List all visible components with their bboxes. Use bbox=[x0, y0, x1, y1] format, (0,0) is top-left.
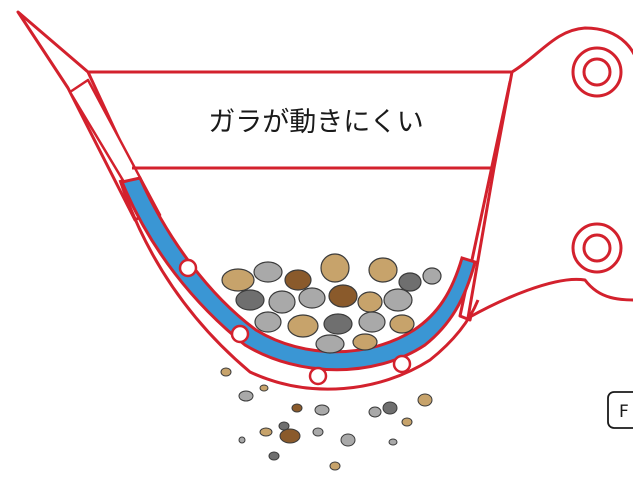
stone bbox=[315, 334, 345, 354]
pin-boss-icon bbox=[571, 46, 623, 274]
debris bbox=[279, 428, 301, 444]
stone bbox=[287, 314, 319, 338]
stone bbox=[422, 267, 442, 285]
stone bbox=[253, 261, 283, 283]
debris bbox=[259, 427, 273, 437]
lower-pin-boss-inner bbox=[582, 233, 612, 263]
upper-pin-boss-inner bbox=[582, 57, 612, 87]
debris bbox=[238, 390, 254, 402]
stone bbox=[358, 311, 386, 333]
debris bbox=[388, 438, 398, 446]
falling-debris-icon bbox=[220, 367, 433, 471]
debris bbox=[329, 461, 341, 471]
stone bbox=[352, 333, 378, 351]
stone bbox=[284, 269, 312, 291]
stone bbox=[328, 284, 358, 308]
stone bbox=[221, 268, 255, 292]
debris bbox=[268, 451, 280, 461]
debris bbox=[259, 384, 269, 392]
excavator-bucket-icon bbox=[16, 10, 633, 391]
bolt-hole-1 bbox=[178, 258, 198, 278]
stone bbox=[368, 257, 398, 283]
debris bbox=[220, 367, 232, 377]
stone bbox=[323, 313, 353, 335]
bolt-hole-icon bbox=[178, 258, 412, 386]
stone bbox=[298, 287, 326, 309]
stone bbox=[235, 289, 265, 311]
edge-label-box bbox=[607, 391, 633, 429]
stone bbox=[320, 253, 350, 283]
debris bbox=[291, 403, 303, 413]
debris bbox=[401, 417, 413, 427]
bucket-outer-shell bbox=[118, 179, 480, 391]
bucket-caption: ガラが動きにくい bbox=[208, 107, 423, 138]
bolt-hole-3 bbox=[308, 366, 328, 386]
debris bbox=[340, 433, 356, 447]
edge-label-text: F bbox=[619, 402, 629, 422]
debris bbox=[368, 406, 382, 418]
bolt-hole-4 bbox=[392, 354, 412, 374]
stone bbox=[268, 290, 296, 314]
bolt-hole-2 bbox=[230, 324, 250, 344]
stone bbox=[383, 288, 413, 312]
debris bbox=[314, 404, 330, 416]
stone bbox=[254, 311, 282, 333]
rubble-stones-icon bbox=[221, 253, 442, 354]
debris bbox=[238, 436, 246, 444]
debris bbox=[312, 427, 324, 437]
stone bbox=[357, 291, 383, 313]
debris bbox=[417, 393, 433, 407]
stone bbox=[398, 272, 422, 292]
stone bbox=[389, 314, 415, 334]
debris bbox=[382, 401, 398, 415]
